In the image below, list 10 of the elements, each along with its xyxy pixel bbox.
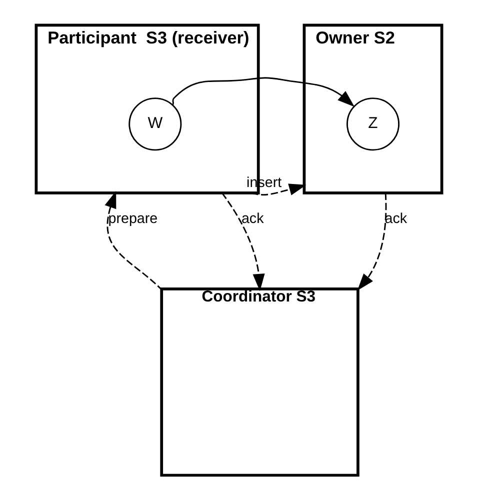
arrow: [171, 77, 354, 107]
node-circle: Z: [346, 98, 400, 151]
arrow: [356, 192, 386, 291]
edge-label: ack: [240, 211, 264, 227]
arrow: [220, 192, 264, 292]
node-box: Coordinator S3: [160, 288, 359, 477]
edge-label: prepare: [108, 211, 158, 227]
node-circle: W: [128, 98, 182, 151]
arrow: [104, 190, 161, 290]
edge-label: ack: [384, 211, 407, 227]
